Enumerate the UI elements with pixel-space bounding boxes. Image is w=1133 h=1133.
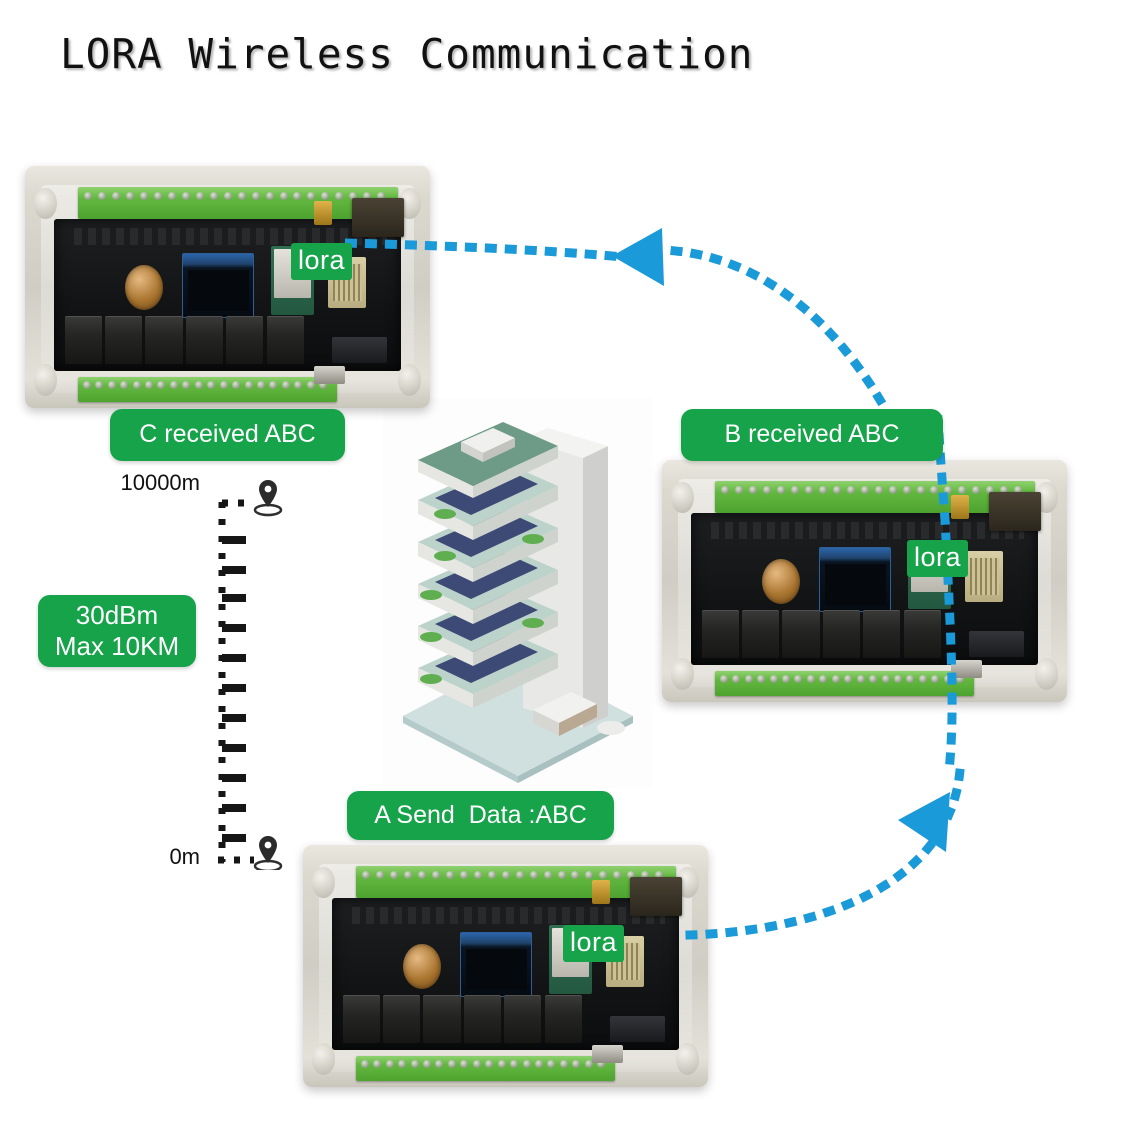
plc-board-node-a[interactable]: [303, 845, 708, 1087]
lora-module-tag-a: lora: [563, 925, 625, 962]
mount-ear: [676, 1043, 700, 1075]
terminal-block-top: [714, 480, 1035, 514]
terminal-block-top: [355, 865, 676, 899]
usb-c-port: [951, 659, 983, 679]
mount-ear: [670, 658, 694, 690]
sma-connector: [951, 495, 969, 520]
link-b-to-c-path: [655, 245, 887, 407]
coin-cell-battery: [403, 943, 442, 989]
plc-board-node-c[interactable]: [25, 166, 430, 408]
ic-row: [705, 522, 1024, 539]
driver-ic: [609, 1016, 665, 1042]
pcb-substrate: [691, 492, 1042, 679]
status-badge-node-b: B received ABC: [681, 409, 943, 461]
pcb-substrate: [332, 877, 683, 1064]
mount-ear: [398, 364, 422, 396]
ic-row: [346, 907, 665, 924]
power-spec-badge: 30dBm Max 10KM: [38, 595, 196, 667]
sma-connector: [592, 880, 610, 905]
scale-ticks: [222, 536, 246, 842]
mount-ear: [311, 1043, 335, 1075]
terminal-block-bottom: [355, 1055, 615, 1081]
ethernet-jack: [989, 492, 1042, 532]
distance-scale-graphic: [218, 480, 283, 873]
usb-c-port: [592, 1044, 624, 1064]
link-b-to-c-arrowhead: [612, 228, 664, 286]
power-spec-dbm: 30dBm: [75, 600, 159, 631]
coin-cell-battery: [125, 264, 164, 310]
page-title: LORA Wireless Communication: [60, 30, 754, 78]
link-a-to-b-path: [685, 765, 965, 940]
sma-connector: [314, 201, 332, 226]
mount-ear: [670, 481, 694, 514]
mount-ear: [33, 187, 57, 220]
location-pin-icon-top: [253, 480, 283, 517]
pcb-substrate: [54, 198, 405, 385]
status-badge-node-a: A Send Data :ABC: [347, 791, 614, 840]
oled-display: [182, 252, 254, 319]
status-badge-node-c: C received ABC: [110, 409, 345, 461]
isometric-building-illustration: [383, 398, 653, 788]
ic-row: [68, 228, 387, 245]
distance-scale: 10000m 0m: [120, 470, 300, 873]
mount-ear: [311, 866, 335, 899]
oled-display: [460, 931, 532, 998]
relay-bank: [64, 316, 304, 365]
mount-ear: [1035, 658, 1059, 690]
lora-module-tag-b: lora: [907, 540, 969, 577]
plc-board-node-b[interactable]: [662, 460, 1067, 702]
mount-ear: [33, 364, 57, 396]
scale-min-label: 0m: [169, 844, 200, 869]
mount-ear: [398, 187, 422, 220]
esp32-module: [965, 551, 1004, 603]
oled-display: [819, 546, 891, 613]
link-a-to-b-arrowhead: [898, 792, 950, 852]
driver-ic: [331, 337, 387, 363]
usb-c-port: [314, 365, 346, 385]
mount-ear: [1035, 481, 1059, 514]
terminal-block-bottom: [714, 670, 974, 696]
coin-cell-battery: [762, 558, 801, 604]
power-spec-range: Max 10KM: [54, 631, 180, 661]
scale-max-label: 10000m: [120, 470, 200, 495]
location-pin-icon-bottom: [253, 836, 283, 873]
relay-bank: [701, 610, 941, 659]
terminal-block-top: [77, 186, 398, 220]
driver-ic: [968, 631, 1024, 657]
ethernet-jack: [352, 198, 405, 238]
lora-module-tag-c: lora: [291, 243, 353, 280]
ethernet-jack: [630, 877, 683, 917]
relay-bank: [342, 995, 582, 1044]
terminal-block-bottom: [77, 376, 337, 402]
